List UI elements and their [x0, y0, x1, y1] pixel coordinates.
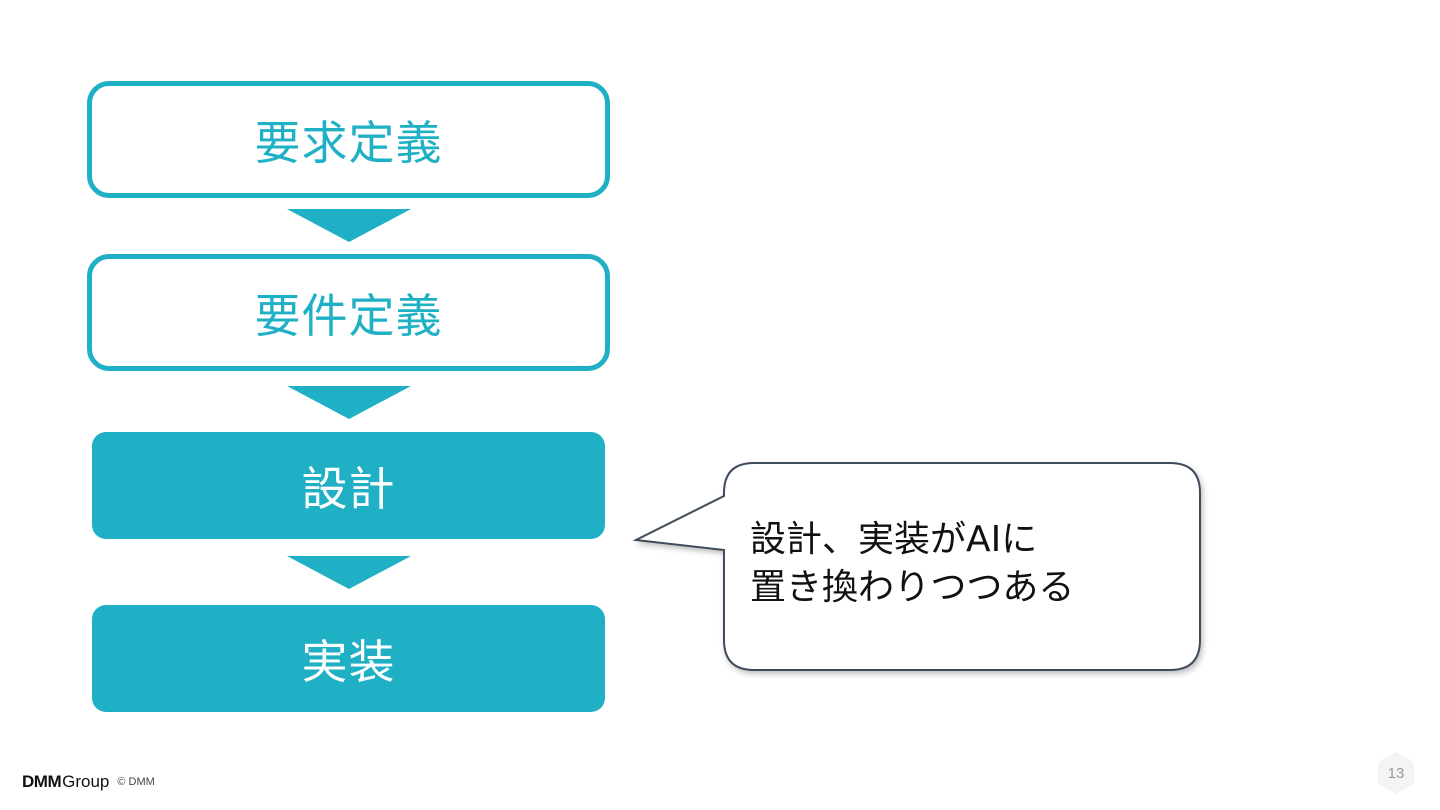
step-requirements-definition: 要求定義 — [87, 81, 610, 198]
copyright: © DMM — [117, 776, 155, 788]
step-label: 設計 — [301, 461, 396, 516]
step-label: 実装 — [301, 634, 396, 689]
down-arrow-icon — [287, 556, 411, 589]
page-number-badge: 13 — [1376, 751, 1416, 795]
logo-primary: DMM — [22, 772, 62, 791]
hexagon-icon — [1378, 752, 1414, 794]
speech-bubble — [632, 462, 1201, 671]
page-number: 13 — [1387, 764, 1405, 782]
step-implementation: 実装 — [92, 605, 605, 712]
logo-secondary: Group — [62, 772, 110, 791]
down-arrow-icon — [287, 209, 411, 242]
step-design: 設計 — [92, 432, 605, 539]
callout-line: 置き換わりつつある — [750, 567, 1075, 608]
step-label: 要求定義 — [254, 115, 443, 170]
step-requirements-specification: 要件定義 — [87, 254, 610, 371]
callout-line: 設計、実装がAIに — [750, 519, 1038, 560]
step-label: 要件定義 — [254, 288, 443, 343]
callout-text: 設計、実装がAIに 置き換わりつつある — [750, 516, 1180, 612]
down-arrow-icon — [287, 386, 411, 419]
dmm-group-logo: DMM Group © DMM — [22, 771, 155, 793]
